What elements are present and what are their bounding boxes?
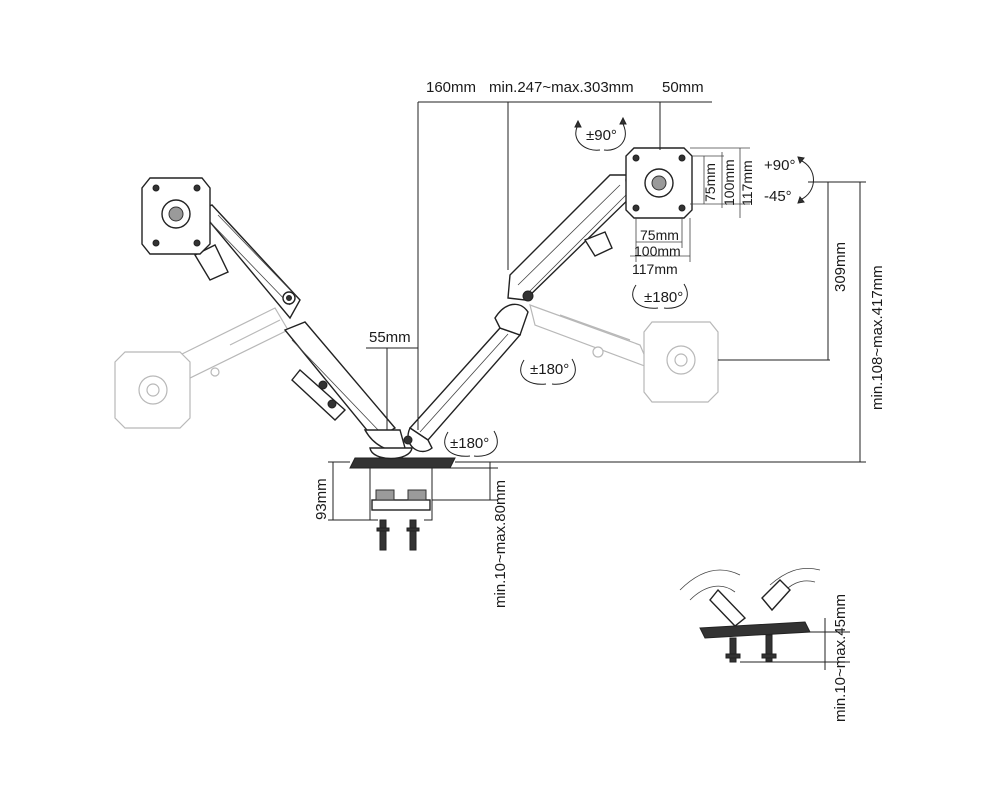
height-dimension-lines — [455, 181, 866, 463]
left-vesa-plate — [141, 177, 211, 255]
vesa-label-h100: 100mm — [634, 243, 681, 259]
tilt-label-up: +90° — [764, 157, 795, 174]
vesa-label-h75: 75mm — [640, 227, 679, 243]
dimension-label-grommet-thickness: min.10~max.45mm — [832, 594, 849, 722]
rotation-label-plate: ±90° — [586, 127, 617, 144]
tilt-label-down: -45° — [764, 188, 792, 205]
top-dimension-lines — [417, 101, 712, 430]
swivel-label-arm: ±180° — [530, 361, 569, 378]
right-lower-arm — [403, 303, 529, 453]
swivel-label-plate: ±180° — [644, 289, 683, 306]
left-upper-arm — [194, 204, 301, 320]
left-lower-arm — [283, 321, 406, 452]
rotation-arrow-plate — [574, 116, 627, 151]
dimension-label-93: 93mm — [313, 478, 330, 520]
dimension-label-total-height: min.108~max.417mm — [869, 265, 886, 410]
dimension-label-55: 55mm — [369, 329, 411, 346]
grommet-inset — [679, 568, 821, 663]
swivel-label-base: ±180° — [450, 435, 489, 452]
pole-width-dimension — [366, 347, 418, 430]
ghost-right-arm — [529, 304, 652, 370]
vesa-label-v75: 75mm — [702, 163, 718, 202]
dimension-label-reach: min.247~max.303mm — [489, 79, 634, 96]
dimension-label-desk-thickness: min.10~max.80mm — [492, 480, 509, 608]
desk-clamp — [369, 468, 433, 551]
clamp-height-dimension — [328, 461, 372, 521]
ghost-right-vesa-plate — [643, 321, 719, 403]
desk-thickness-dimension — [432, 462, 498, 501]
dimension-label-160: 160mm — [426, 79, 476, 96]
swivel-arrow-plate — [632, 283, 688, 309]
ghost-left-vesa-plate — [114, 351, 191, 429]
vesa-label-v117: 117mm — [739, 160, 755, 206]
tilt-arrow — [797, 156, 814, 204]
vesa-dimension-lines — [630, 147, 750, 262]
swivel-arrow-arm — [520, 358, 576, 385]
vesa-label-v100: 100mm — [721, 159, 737, 206]
grommet-dimension — [740, 618, 850, 670]
right-vesa-plate — [625, 147, 693, 219]
right-upper-arm — [507, 173, 639, 302]
dimension-label-50: 50mm — [662, 79, 704, 96]
ghost-left-arm — [179, 307, 289, 379]
base-plate — [349, 447, 456, 469]
swivel-arrow-base — [444, 430, 498, 457]
dimension-label-309: 309mm — [832, 242, 849, 292]
vesa-label-h117: 117mm — [632, 261, 678, 277]
